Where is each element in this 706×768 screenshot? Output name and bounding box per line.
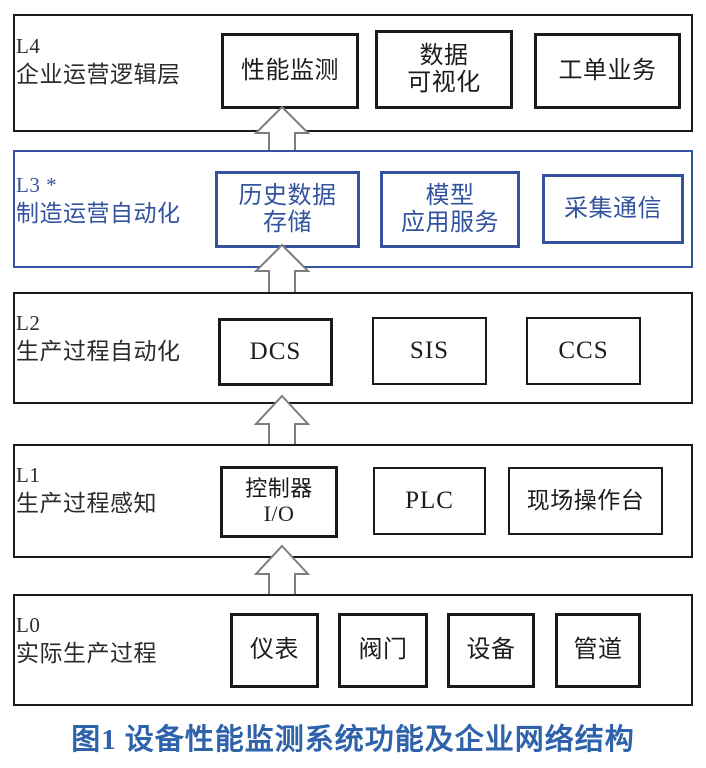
layer-code-l3: L3 * (16, 173, 58, 197)
flow-arrow-l1-to-l2 (253, 394, 311, 448)
layer-code-l4: L4 (16, 34, 41, 58)
module-box-data-acquisition-communication[interactable]: 采集通信 (542, 174, 684, 244)
layer-code-l1: L1 (16, 463, 41, 487)
module-box-field-operator-station[interactable]: 现场操作台 (508, 467, 663, 535)
flow-arrow-l2-to-l3 (253, 243, 311, 295)
layer-code-l0: L0 (16, 613, 41, 637)
flow-arrow-l0-to-l1 (253, 544, 311, 598)
module-box-ccs[interactable]: CCS (526, 317, 641, 385)
layer-name-l4: 企业运营逻辑层 (16, 61, 181, 87)
layer-label-l2: L2 生产过程自动化 (16, 310, 211, 366)
module-box-equipment[interactable]: 设备 (447, 613, 535, 688)
module-box-instrument[interactable]: 仪表 (230, 613, 319, 688)
module-box-dcs[interactable]: DCS (218, 318, 333, 386)
module-box-pipeline[interactable]: 管道 (555, 613, 641, 688)
layer-label-l0: L0 实际生产过程 (16, 612, 211, 668)
module-box-valve[interactable]: 阀门 (338, 613, 428, 688)
layer-name-l1: 生产过程感知 (16, 490, 157, 516)
layer-name-l2: 生产过程自动化 (16, 338, 181, 364)
figure-caption-number: 图1 (71, 724, 117, 756)
module-box-sis[interactable]: SIS (372, 317, 487, 385)
module-box-performance-monitoring[interactable]: 性能监测 (221, 33, 359, 109)
module-box-plc[interactable]: PLC (373, 467, 486, 535)
module-box-historical-data-storage[interactable]: 历史数据 存储 (215, 171, 360, 248)
layer-label-l1: L1 生产过程感知 (16, 462, 211, 518)
layer-label-l3: L3 * 制造运营自动化 (16, 172, 211, 228)
layer-name-l0: 实际生产过程 (16, 640, 157, 666)
layer-label-l4: L4 企业运营逻辑层 (16, 33, 211, 89)
module-box-data-visualization[interactable]: 数据 可视化 (375, 30, 513, 109)
module-box-model-application-service[interactable]: 模型 应用服务 (380, 171, 520, 248)
module-box-controller-io[interactable]: 控制器 I/O (220, 466, 338, 538)
layer-code-l2: L2 (16, 311, 41, 335)
module-box-work-order[interactable]: 工单业务 (534, 33, 681, 109)
layer-name-l3: 制造运营自动化 (16, 200, 181, 226)
figure-caption-text: 设备性能监测系统功能及企业网络结构 (124, 724, 635, 756)
